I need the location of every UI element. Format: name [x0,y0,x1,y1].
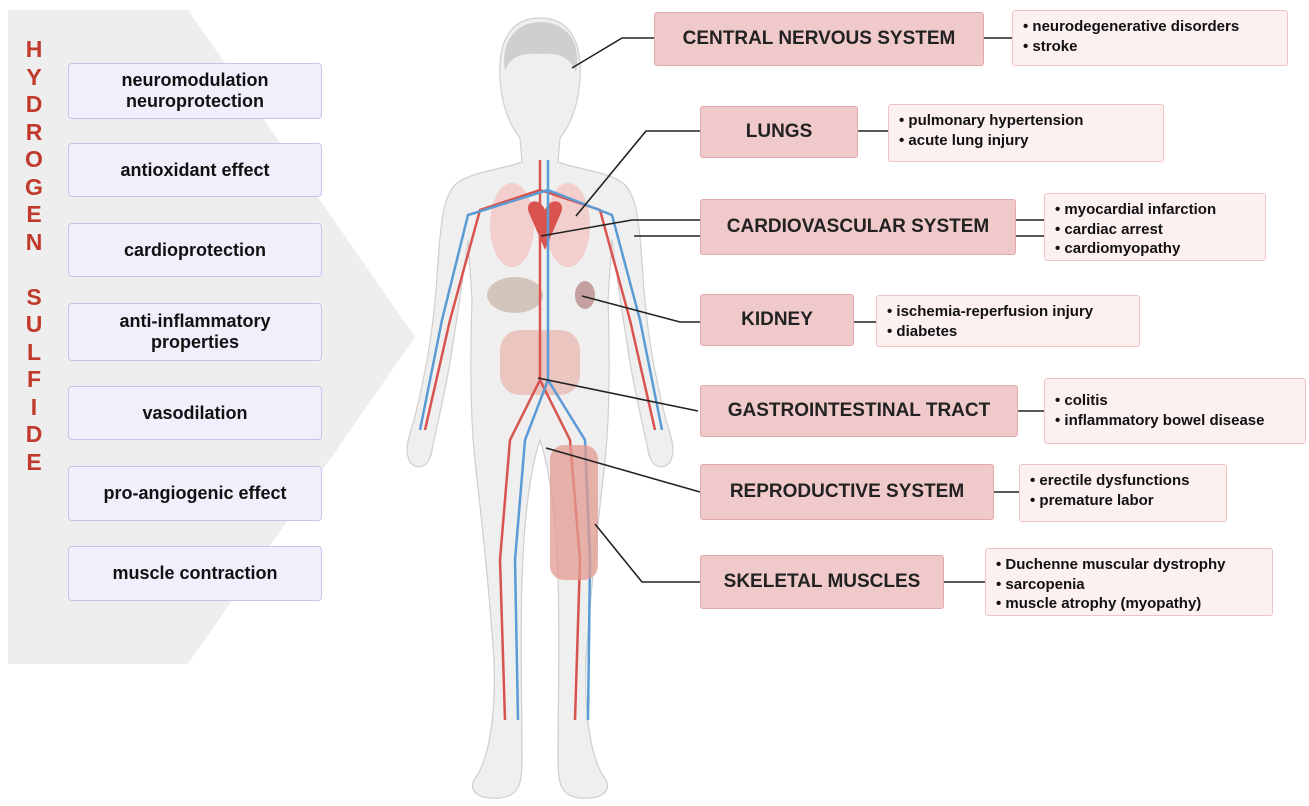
organ-box-cardiovascular: CARDIOVASCULAR SYSTEM [700,199,1016,255]
organ-label: KIDNEY [741,309,813,331]
organ-label: GASTROINTESTINAL TRACT [728,400,990,422]
disease-item: cardiomyopathy [1055,239,1255,259]
organ-label: CENTRAL NERVOUS SYSTEM [683,28,956,50]
body-silhouette [407,18,673,798]
disease-box-reproductive: erectile dysfunctionspremature labor [1019,464,1227,522]
disease-item: ischemia-reperfusion injury [887,302,1129,322]
disease-item: neurodegenerative disorders [1023,17,1277,37]
disease-item: inflammatory bowel disease [1055,411,1295,431]
liver [487,277,543,313]
disease-box-skeletal: Duchenne muscular dystrophysarcopeniamus… [985,548,1273,616]
disease-item: stroke [1023,37,1277,57]
organ-label: LUNGS [746,121,813,143]
organ-label: CARDIOVASCULAR SYSTEM [727,216,990,238]
organ-box-lungs: LUNGS [700,106,858,158]
organ-label: REPRODUCTIVE SYSTEM [730,481,964,503]
kidney [575,281,595,309]
organ-label: SKELETAL MUSCLES [724,571,921,593]
organ-box-cns: CENTRAL NERVOUS SYSTEM [654,12,984,66]
disease-box-lungs: pulmonary hypertensionacute lung injury [888,104,1164,162]
organ-box-skeletal: SKELETAL MUSCLES [700,555,944,609]
disease-item: sarcopenia [996,575,1262,595]
organ-box-kidney: KIDNEY [700,294,854,346]
organ-box-gastrointestinal: GASTROINTESTINAL TRACT [700,385,1018,437]
disease-item: colitis [1055,391,1295,411]
disease-item: acute lung injury [899,131,1153,151]
disease-item: diabetes [887,322,1129,342]
disease-item: Duchenne muscular dystrophy [996,555,1262,575]
disease-box-cardiovascular: myocardial infarctioncardiac arrestcardi… [1044,193,1266,261]
connector-skeletal [595,524,700,582]
disease-item: myocardial infarction [1055,200,1255,220]
disease-box-cns: neurodegenerative disordersstroke [1012,10,1288,66]
connector-cns [572,38,654,68]
leg-muscle [550,445,598,580]
disease-box-kidney: ischemia-reperfusion injurydiabetes [876,295,1140,347]
disease-box-gastrointestinal: colitisinflammatory bowel disease [1044,378,1306,444]
disease-item: premature labor [1030,491,1216,511]
disease-item: muscle atrophy (myopathy) [996,594,1262,614]
organ-box-reproductive: REPRODUCTIVE SYSTEM [700,464,994,520]
disease-item: erectile dysfunctions [1030,471,1216,491]
disease-item: cardiac arrest [1055,220,1255,240]
disease-item: pulmonary hypertension [899,111,1153,131]
